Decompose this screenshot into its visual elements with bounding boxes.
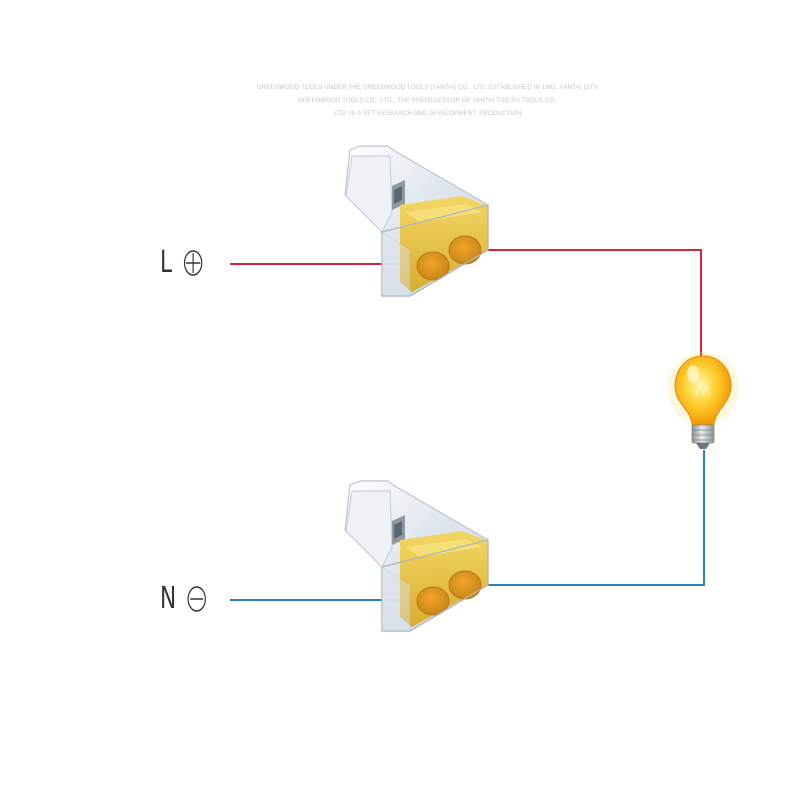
watermark-line-1: GREENWOOD TOOLS UNDER THE GREENWOOD TOOL…: [256, 85, 600, 91]
wire-hole-2: [448, 570, 482, 600]
live-wire-to-lamp: [462, 249, 702, 358]
neutral-letter: N: [160, 581, 177, 616]
live-terminal-label: L: [160, 245, 208, 280]
live-letter: L: [160, 245, 173, 280]
connector-bottom: [344, 480, 489, 632]
wire-hole-1: [416, 251, 450, 281]
plus-circle-icon: [182, 248, 208, 278]
connector-top: [344, 145, 489, 297]
minus-circle-icon: [186, 584, 212, 614]
wire-hole-2: [448, 235, 482, 265]
neutral-terminal-label: N: [160, 581, 212, 616]
wire-hole-1: [416, 586, 450, 616]
watermark-text: GREENWOOD TOOLS UNDER THE GREENWOOD TOOL…: [0, 82, 800, 121]
neutral-wire-to-lamp: [462, 450, 705, 586]
light-bulb-icon: [667, 352, 739, 449]
watermark-line-3: LTD. IS A SET RESEARCH AND DEVELOPMENT, …: [334, 111, 522, 117]
watermark-line-2: GREENWOOD TOOLS CO., LTD., THE PREDECESS…: [298, 98, 558, 104]
live-wire: [230, 249, 702, 358]
